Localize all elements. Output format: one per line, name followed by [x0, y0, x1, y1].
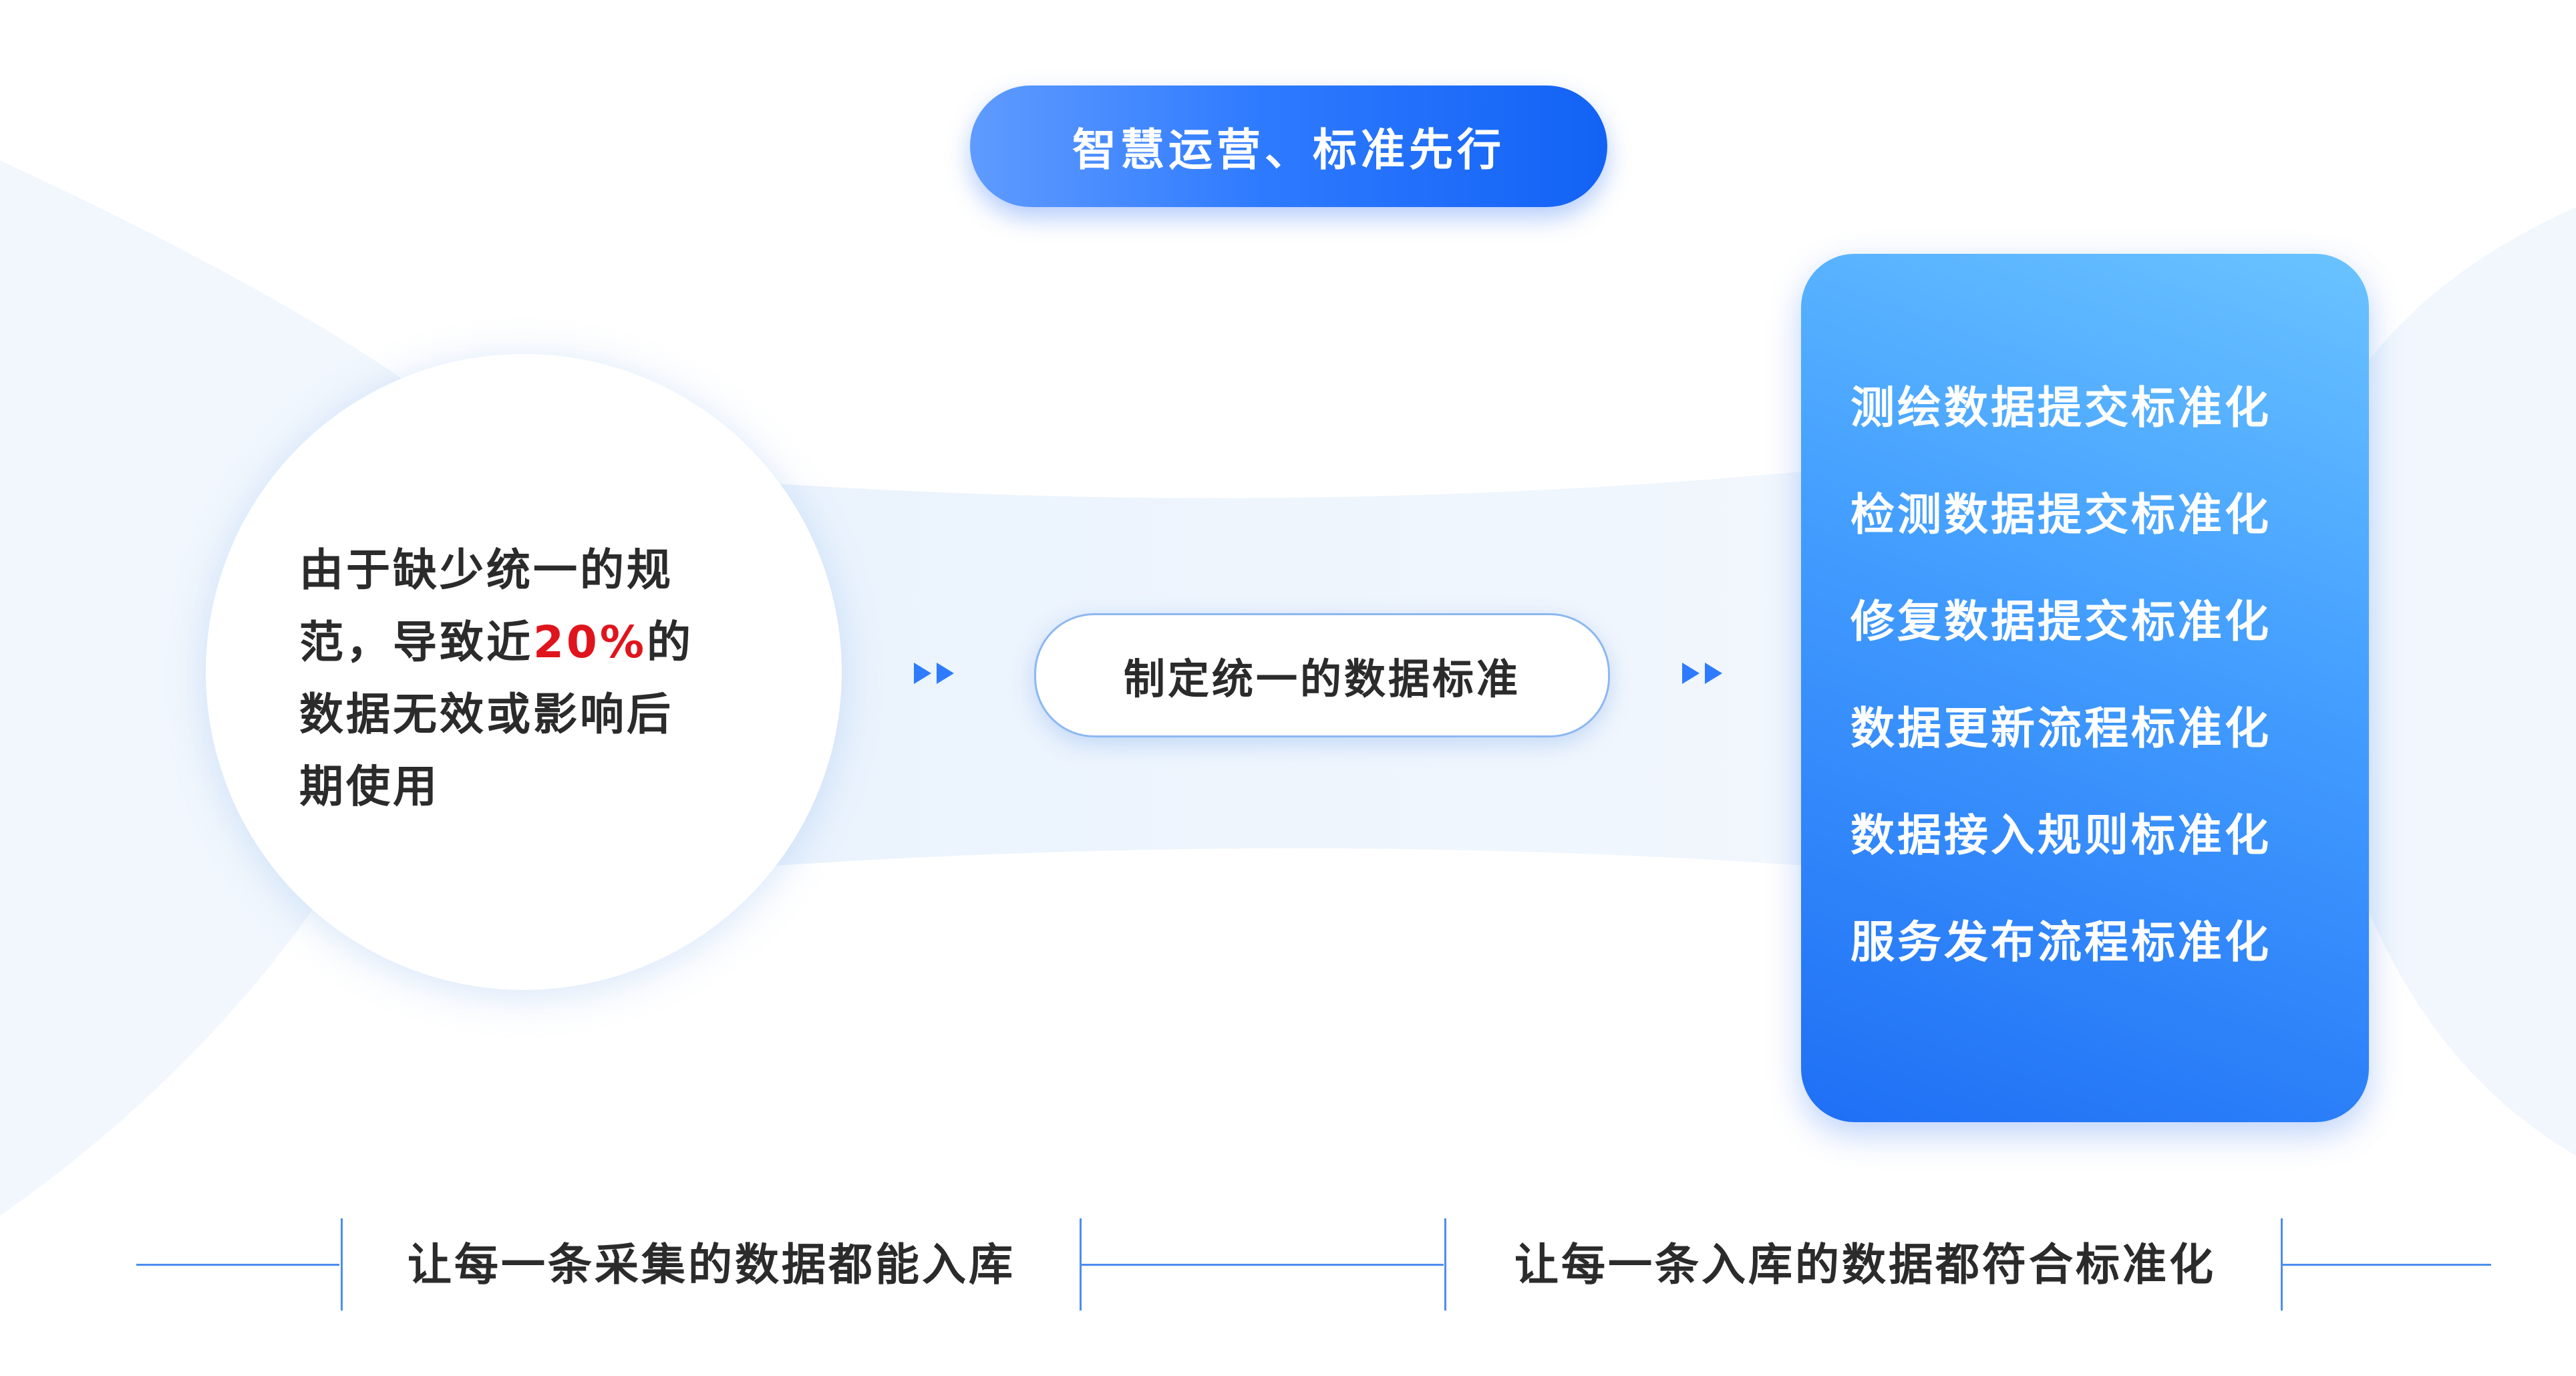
title-text: 智慧运营、标准先行 — [1072, 124, 1505, 176]
problem-line-1: 由于缺少统一的规 — [299, 544, 673, 596]
problem-line-3: 数据无效或影响后 — [299, 689, 673, 740]
footer-divider — [341, 1218, 343, 1311]
problem-statement: 由于缺少统一的规 范，导致近20%的 数据无效或影响后 期使用 — [299, 534, 767, 823]
footer-divider — [1080, 1218, 1082, 1311]
standard-item: 服务发布流程标准化 — [1850, 916, 2271, 968]
standard-item: 修复数据提交标准化 — [1850, 596, 2271, 647]
double-arrow-icon — [914, 663, 954, 684]
problem-line-2: 范，导致近20%的 — [299, 607, 767, 679]
problem-line-2-prefix: 范，导致近 — [299, 617, 533, 668]
problem-line-4: 期使用 — [299, 761, 440, 812]
footer-right-caption: 让每一条入库的数据都符合标准化 — [1514, 1239, 2216, 1291]
double-arrow-icon — [1682, 663, 1722, 684]
problem-line-2-suffix: 的 — [646, 617, 693, 668]
footer-line-middle — [1082, 1264, 1444, 1266]
title-banner: 智慧运营、标准先行 — [970, 85, 1607, 207]
footer-left-caption: 让每一条采集的数据都能入库 — [408, 1239, 1015, 1291]
footer-divider — [2281, 1218, 2283, 1311]
footer-line-right — [2283, 1264, 2491, 1266]
solution-label: 制定统一的数据标准 — [1123, 655, 1520, 703]
footer-divider — [1444, 1218, 1446, 1311]
footer-line-left — [136, 1264, 339, 1266]
standard-item: 测绘数据提交标准化 — [1850, 382, 2271, 434]
problem-circle — [206, 354, 842, 990]
standards-card: 测绘数据提交标准化 检测数据提交标准化 修复数据提交标准化 数据更新流程标准化 … — [1801, 254, 2369, 1122]
standards-list: 测绘数据提交标准化 检测数据提交标准化 修复数据提交标准化 数据更新流程标准化 … — [1850, 378, 2331, 1019]
standard-item: 数据接入规则标准化 — [1850, 810, 2271, 861]
solution-pill: 制定统一的数据标准 — [1034, 613, 1610, 737]
standard-item: 检测数据提交标准化 — [1850, 489, 2271, 540]
standard-item: 数据更新流程标准化 — [1850, 703, 2271, 754]
problem-percentage: 20% — [533, 617, 647, 668]
